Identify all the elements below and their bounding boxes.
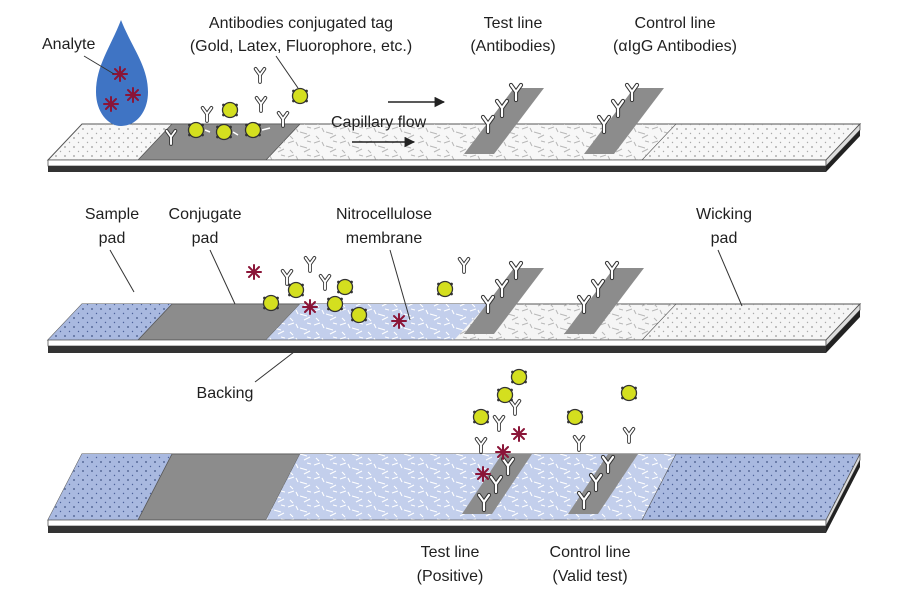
- wicking-pad-label-line2: pad: [711, 230, 738, 247]
- antibody-icon: [572, 434, 586, 452]
- leader-line: [389, 249, 411, 321]
- strip-1-membrane: [266, 124, 676, 160]
- result-control-label-line2: (Valid test): [552, 568, 627, 585]
- gold-particle-icon: [350, 306, 368, 324]
- antibody-icon: [318, 273, 332, 291]
- strip-1-backing: [48, 166, 826, 172]
- analyte-drop: [96, 20, 148, 126]
- conjugate-pad-label-line2: pad: [192, 230, 219, 247]
- analyte-molecule-icon: [112, 66, 128, 82]
- analyte-molecule-icon: [246, 264, 262, 280]
- analyte-molecule-icon: [511, 426, 527, 442]
- analyte-molecule-icon: [103, 96, 119, 112]
- strip-1-test-line-band: [464, 88, 544, 154]
- gold-particle-icon: [566, 408, 584, 426]
- sample-pad-label-line1: Sample: [85, 206, 139, 223]
- result-control-label-line1: Control line: [550, 544, 631, 561]
- strip-1: [46, 88, 862, 172]
- leader-line: [209, 249, 236, 305]
- strip-1-conjugates: [164, 66, 309, 146]
- conjugate-pad-label-line1: Conjugate: [169, 206, 242, 223]
- gold-particle-icon: [262, 294, 280, 312]
- capillary-flow-label: Capillary flow: [331, 114, 427, 131]
- analyte-molecule-icon: [475, 466, 491, 482]
- leader-line: [275, 55, 299, 89]
- strip-3: [47, 453, 861, 533]
- sample-pad-label-line2: pad: [99, 230, 126, 247]
- strip-1-sample-pad: [48, 124, 172, 160]
- antibody-icon: [253, 66, 267, 84]
- gold-particle-icon: [336, 278, 354, 296]
- nitrocellulose-label-line1: Nitrocellulose: [336, 206, 432, 223]
- control-line-label-line2: (αIgG Antibodies): [613, 38, 737, 55]
- gold-particle-icon: [436, 280, 454, 298]
- wicking-pad-label-line1: Wicking: [696, 206, 752, 223]
- analyte-molecule-icon: [302, 299, 318, 315]
- strip-1-edge: [47, 159, 827, 167]
- antibody-icon: [492, 414, 506, 432]
- gold-particle-icon: [287, 281, 305, 299]
- strip-2: [46, 268, 862, 353]
- gold-particle-icon: [620, 384, 638, 402]
- antibody-icon: [457, 256, 471, 274]
- backing-label: Backing: [197, 385, 254, 402]
- gold-particle-icon: [326, 295, 344, 313]
- gold-particle-icon: [472, 408, 490, 426]
- gold-particle-icon: [496, 386, 514, 404]
- strip-2-backing: [48, 346, 826, 353]
- strip-1-wicking-pad: [641, 123, 861, 161]
- control-line-label-line1: Control line: [635, 15, 716, 32]
- antibody-icon: [508, 398, 522, 416]
- analyte-label: Analyte: [42, 36, 95, 53]
- test-line-label-line2: (Antibodies): [470, 38, 555, 55]
- gold-particle-icon: [291, 87, 309, 105]
- strip-2-control-line-band: [564, 268, 644, 334]
- gold-particle-icon: [187, 121, 205, 139]
- leader-line: [83, 55, 115, 75]
- antibody-icon: [303, 255, 317, 273]
- strip-3-backing: [48, 526, 826, 533]
- antibody-icon: [254, 95, 268, 113]
- nitrocellulose-label-line2: membrane: [346, 230, 423, 247]
- leader-line: [254, 351, 295, 383]
- test-line-label-line1: Test line: [484, 15, 543, 32]
- leader-line: [109, 249, 135, 293]
- strip-2-test-line-band: [464, 268, 544, 334]
- gold-particle-icon: [221, 101, 239, 119]
- antibody-icon: [474, 436, 488, 454]
- conjugate-tag-label-line1: Antibodies conjugated tag: [209, 15, 393, 32]
- analyte-molecule-icon: [391, 313, 407, 329]
- strip-1-control-line-band: [584, 88, 664, 154]
- gold-particle-icon: [510, 368, 528, 386]
- gold-particle-icon: [244, 121, 262, 139]
- antibody-icon: [200, 105, 214, 123]
- analyte-molecule-icon: [495, 444, 511, 460]
- conjugate-tag-label-line2: (Gold, Latex, Fluorophore, etc.): [190, 38, 412, 55]
- antibody-icon: [280, 268, 294, 286]
- strip-2-wicking-pad: [641, 303, 861, 341]
- analyte-molecule-icon: [125, 87, 141, 103]
- result-test-label-line1: Test line: [421, 544, 480, 561]
- leader-line: [717, 249, 743, 307]
- antibody-icon: [622, 426, 636, 444]
- gold-particle-icon: [215, 123, 233, 141]
- result-test-label-line2: (Positive): [417, 568, 484, 585]
